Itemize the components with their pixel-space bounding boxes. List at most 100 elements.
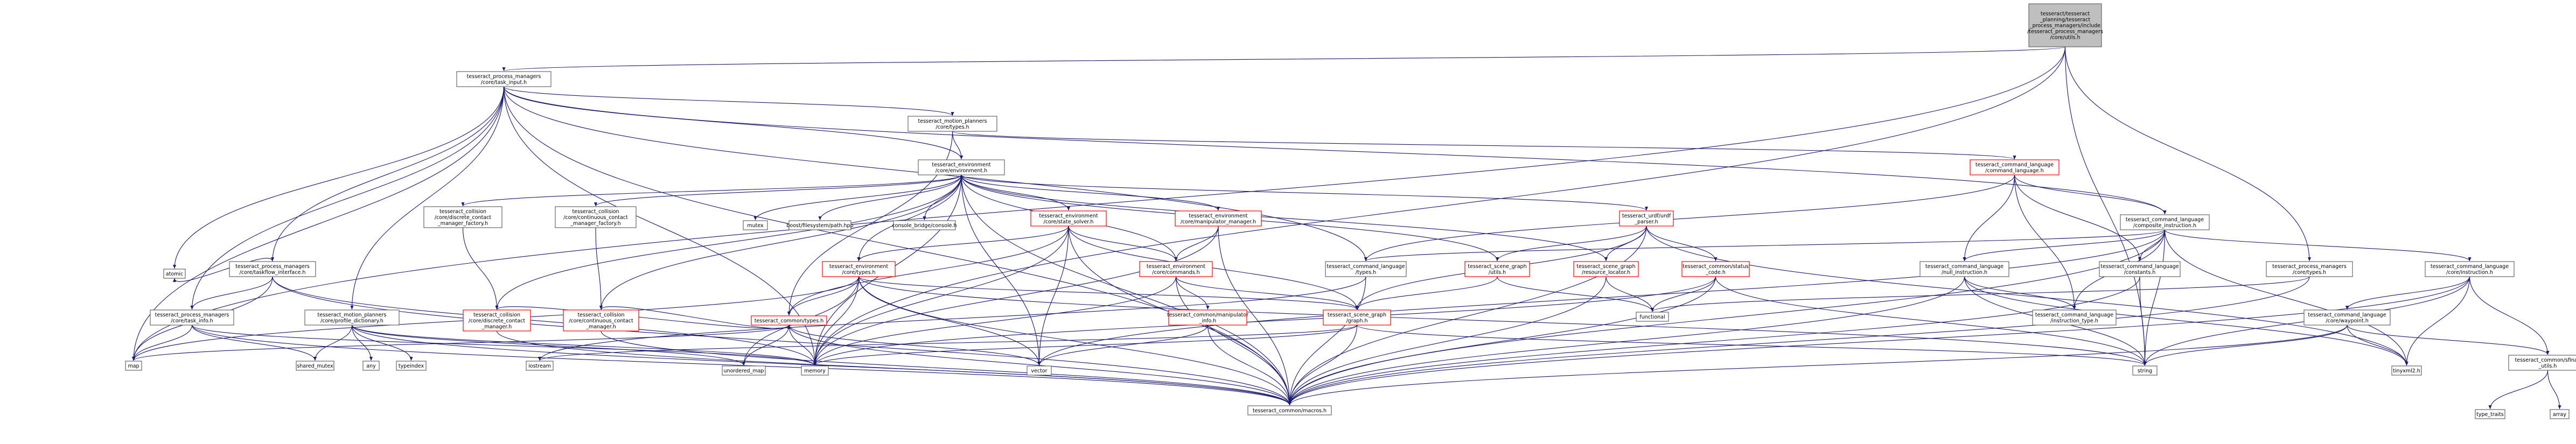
node-disc-mgr[interactable]: tesseract_collision/core/discrete_contac… — [463, 309, 531, 332]
edge-state-solver-to-common-types — [787, 225, 1069, 316]
node-box — [396, 361, 427, 371]
node-box — [1247, 405, 1332, 415]
edge-profile-dict-to-typeindex — [351, 325, 413, 361]
node-label-line: vector — [1031, 368, 1047, 374]
edge-cl-cmd-to-cl-comp — [2014, 174, 2167, 215]
node-cont-factory[interactable]: tesseract_collision/core/continuous_cont… — [555, 206, 637, 228]
node-shared-mutex[interactable]: shared_mutex — [296, 361, 334, 371]
edge-root-to-map — [132, 46, 2066, 361]
edge-env-types-to-common-types — [787, 276, 860, 316]
node-label-line: /core/utils.h — [2050, 35, 2081, 41]
node-root[interactable]: tesseract/tesseract_planning/tesseract_p… — [2027, 3, 2103, 47]
edge-sg-graph-to-ostream — [538, 325, 1358, 361]
node-memory[interactable]: memory — [801, 365, 829, 376]
edge-cl-cmd-to-cl-null — [1963, 174, 2015, 262]
node-task-input[interactable]: tesseract_process_managers/core/task_inp… — [456, 71, 551, 87]
node-urdf[interactable]: tesseract_urdf/urdf_parser.h — [1619, 210, 1674, 227]
node-vector[interactable]: vector — [1027, 365, 1052, 376]
node-status-code[interactable]: tesseract_common/status_code.h — [1681, 261, 1750, 277]
node-sg-graph[interactable]: tesseract_scene_graph/graph.h — [1323, 309, 1391, 326]
node-box — [563, 309, 639, 332]
node-ostream[interactable]: iostream — [526, 361, 554, 371]
node-box — [304, 309, 400, 326]
node-box — [1168, 309, 1247, 326]
node-cl-cmd[interactable]: tesseract_command_language/command_langu… — [1970, 159, 2060, 175]
node-common-types[interactable]: tesseract_common/types.h — [751, 315, 827, 326]
node-sg-locator[interactable]: tesseract_scene_graph/resource_locator.h — [1573, 261, 1639, 277]
node-env-types[interactable]: tesseract_environment/core/types.h — [822, 261, 896, 277]
node-manip-mgr[interactable]: tesseract_environment/core/manipulator_m… — [1175, 210, 1262, 227]
node-box — [1636, 312, 1669, 322]
node-env-commands[interactable]: tesseract_environment/core/commands.h — [1139, 261, 1213, 277]
node-label-line: type_traits — [2476, 412, 2504, 418]
node-cl-types[interactable]: tesseract_command_language/types.h — [1325, 261, 1407, 277]
node-boost-fs[interactable]: boost/filesystem/path.hpp — [786, 220, 854, 230]
node-env[interactable]: tesseract_environment/core/environment.h — [918, 159, 1005, 175]
node-task-info[interactable]: tesseract_process_managers/core/task_inf… — [150, 309, 234, 326]
node-cl-waypoint[interactable]: tesseract_command_language/core/waypoint… — [2303, 309, 2391, 326]
node-box — [456, 71, 551, 87]
edge-mp-types-to-cl-cmd — [952, 131, 2016, 160]
node-console[interactable]: console_bridge/console.h — [892, 220, 957, 230]
node-cl-comp[interactable]: tesseract_command_language/composite_ins… — [2120, 214, 2210, 230]
edge-task-input-to-env — [503, 86, 963, 160]
edge-sg-locator-to-functional — [1605, 276, 1654, 312]
node-atomic[interactable]: atomic — [163, 269, 186, 279]
node-sfinae[interactable]: tesseract_common/sfinae_utils.h — [2508, 355, 2576, 371]
edge-profile-dict-to-shared-mutex — [313, 325, 353, 361]
node-label-line: array — [2553, 412, 2566, 418]
node-label-line: /core/profile_dictionary.h — [320, 318, 383, 324]
node-label-line: atomic — [166, 271, 183, 277]
node-cl-null[interactable]: tesseract_command_language/null_instruct… — [1919, 261, 2009, 277]
node-label-line: tesseract_command_language — [2126, 217, 2204, 223]
edge-env-commands-to-sg-graph — [1175, 276, 1359, 310]
node-unordered-map[interactable]: unordered_map — [722, 365, 766, 376]
node-label-line: boost/filesystem/path.hpp — [786, 223, 853, 229]
edge-env-types-to-string — [858, 276, 2147, 366]
node-cl-instr-type[interactable]: tesseract_command_language/instruction_t… — [2032, 309, 2117, 326]
dependency-edges — [131, 46, 2561, 410]
node-box — [1027, 365, 1052, 376]
node-cl-instruction[interactable]: tesseract_command_language/core/instruct… — [2425, 261, 2515, 277]
node-label-line: tesseract_collision — [439, 209, 486, 215]
node-functional[interactable]: functional — [1636, 312, 1669, 322]
node-label-line: tesseract_process_managers — [155, 312, 229, 318]
edge-task-input-to-task-info — [190, 86, 505, 310]
node-mutex[interactable]: mutex — [743, 220, 768, 230]
node-box — [526, 361, 554, 371]
node-label-line: iostream — [528, 363, 551, 369]
node-label-line: _manager.h — [585, 324, 616, 330]
node-map[interactable]: map — [125, 361, 142, 371]
edge-cl-null-to-macros — [1288, 276, 1965, 406]
node-disc-factory[interactable]: tesseract_collision/core/discrete_contac… — [423, 206, 502, 228]
node-manipulator-utils[interactable]: tesseract_common/manipulator_info.h — [1167, 309, 1248, 326]
node-string[interactable]: string — [2132, 365, 2158, 376]
node-box — [893, 220, 956, 230]
node-macros[interactable]: tesseract_common/macros.h — [1247, 405, 1332, 415]
node-profile-dict[interactable]: tesseract_motion_planners/core/profile_d… — [304, 309, 400, 326]
node-typeindex[interactable]: typeindex — [396, 361, 427, 371]
node-type-traits[interactable]: type_traits — [2475, 409, 2505, 419]
node-label-line: tesseract_scene_graph — [1328, 312, 1386, 318]
node-label-line: /graph.h — [1346, 318, 1367, 324]
edge-common-types-to-map — [132, 325, 790, 361]
node-label-line: _manager_factory.h — [437, 221, 488, 227]
node-label-line: /core/types.h — [842, 270, 875, 276]
node-sg-utils[interactable]: tesseract_scene_graph/utils.h — [1464, 261, 1530, 277]
node-cont-mgr[interactable]: tesseract_collision/core/continuous_cont… — [563, 309, 639, 332]
node-box — [2391, 365, 2422, 376]
edge-state-solver-to-env-types — [857, 225, 1069, 262]
node-mp-types[interactable]: tesseract_motion_planners/core/types.h — [907, 116, 997, 132]
node-label-line: _planning/tesseract — [2040, 17, 2090, 23]
dependency-nodes: tesseract/tesseract_planning/tesseract_p… — [125, 3, 2576, 419]
node-tinyxml2[interactable]: tinyxml2.h — [2391, 365, 2422, 376]
node-state-solver[interactable]: tesseract_environment/core/state_solver.… — [1030, 210, 1107, 227]
node-label-line: tesseract_collision — [473, 312, 520, 318]
node-cl-constants[interactable]: tesseract_command_language/constants.h — [2099, 261, 2181, 277]
node-pm-types[interactable]: tesseract_process_managers/core/types.h — [2266, 261, 2353, 277]
edge-common-types-to-vector — [788, 325, 1041, 366]
node-array[interactable]: array — [2550, 409, 2570, 419]
node-any[interactable]: any — [362, 361, 380, 371]
node-taskflow[interactable]: tesseract_process_managers/core/taskflow… — [229, 261, 316, 277]
edge-env-commands-to-manipulator-utils — [1175, 276, 1210, 310]
